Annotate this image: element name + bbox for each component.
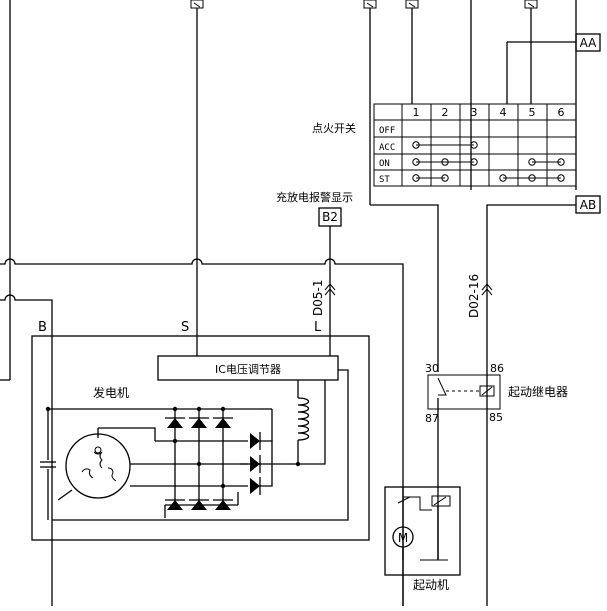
relay-pin-86: 86 [490, 362, 504, 375]
ignition-switch-label: 点火开关 [312, 121, 356, 135]
connector-aa-label: AA [580, 36, 598, 50]
switch-col-4: 4 [500, 106, 507, 119]
connector-ab-label: AB [580, 198, 596, 212]
connector-b2-label: B2 [322, 210, 338, 224]
connector-chevron-d05 [324, 283, 336, 296]
switch-row-on: ON [379, 159, 390, 169]
wire-code-d05: D05-1 [311, 280, 325, 316]
terminal-l-label: L [314, 320, 322, 335]
terminal-b-label: B [38, 320, 47, 335]
connector-b2: B2 [318, 207, 342, 227]
switch-col-1: 1 [413, 106, 420, 119]
starter-motor: M 起动机 [384, 486, 461, 606]
generator-assembly: B S L IC电压调节器 发电机 [31, 320, 370, 541]
start-relay-label: 起动继电器 [508, 385, 568, 399]
connector-chevron-d02 [481, 283, 493, 296]
switch-col-5: 5 [529, 106, 536, 119]
ic-regulator-label: IC电压调节器 [215, 363, 281, 376]
motor-label: M [398, 531, 408, 545]
charge-warning-label: 充放电报警显示 [276, 190, 353, 204]
relay-pin-30: 30 [425, 362, 439, 375]
connector-ab: AB [575, 195, 601, 214]
wires [0, 0, 577, 606]
wire-code-d02: D02-16 [467, 274, 481, 318]
top-connectors [190, 0, 538, 9]
switch-row-st: ST [379, 175, 390, 185]
switch-row-acc: ACC [379, 143, 395, 153]
relay-pin-87: 87 [425, 412, 439, 425]
relay-pin-85: 85 [489, 411, 503, 424]
connector-aa: AA [575, 33, 601, 52]
switch-row-off: OFF [379, 126, 395, 136]
generator-label: 发电机 [93, 385, 129, 400]
terminal-s-label: S [181, 320, 189, 335]
switch-col-2: 2 [442, 106, 449, 119]
ignition-switch-table: 1 2 3 4 5 6 OFF ACC ON ST [373, 103, 577, 187]
starter-label: 起动机 [413, 578, 449, 592]
switch-col-6: 6 [558, 106, 565, 119]
switch-col-3: 3 [471, 106, 478, 119]
start-relay: 30 86 87 85 起动继电器 [425, 362, 568, 425]
